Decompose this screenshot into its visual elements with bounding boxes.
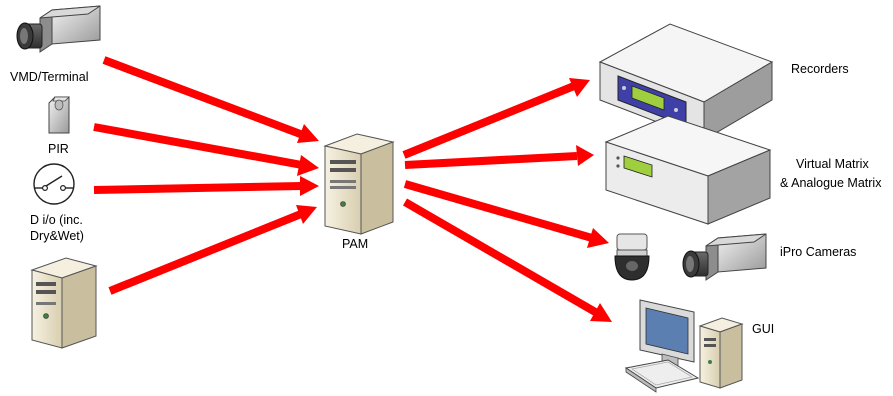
arrow-dio-to-pam xyxy=(93,176,319,196)
virtual-matrix-label-line2: & Analogue Matrix xyxy=(780,176,882,190)
pam-server-icon xyxy=(323,133,395,235)
cctv-camera-icon xyxy=(16,5,101,53)
arrow-pam-to-cameras xyxy=(403,180,609,248)
dio-label-line1: D i/o (inc. xyxy=(30,213,83,227)
matrix-switcher-icon xyxy=(604,115,772,225)
recorders-label: Recorders xyxy=(791,62,849,76)
workstation-icon xyxy=(624,299,744,393)
arrow-pir-to-pam xyxy=(93,123,319,176)
arrows xyxy=(93,56,612,322)
gui-label: GUI xyxy=(752,322,774,336)
ipro-cameras-label: iPro Cameras xyxy=(780,245,856,259)
pir-sensor-icon xyxy=(48,96,70,134)
dry-contact-switch-icon xyxy=(33,163,75,205)
ipro-camera-icon xyxy=(682,233,767,281)
arrow-pam-to-recorders xyxy=(402,78,590,159)
arrow-pam-to-gui xyxy=(402,198,612,322)
pam-label: PAM xyxy=(342,237,368,251)
dio-label-line2: Dry&Wet) xyxy=(30,229,84,243)
server-tower-icon xyxy=(30,257,98,349)
vmd-terminal-label: VMD/Terminal xyxy=(10,70,89,84)
virtual-matrix-label-line1: Virtual Matrix xyxy=(796,157,869,171)
pir-label: PIR xyxy=(48,142,69,156)
arrow-vmd-to-pam xyxy=(102,56,319,143)
arrow-pam-to-matrix xyxy=(404,145,594,169)
dome-camera-icon xyxy=(614,233,650,281)
arrow-server-to-pam xyxy=(108,205,317,295)
